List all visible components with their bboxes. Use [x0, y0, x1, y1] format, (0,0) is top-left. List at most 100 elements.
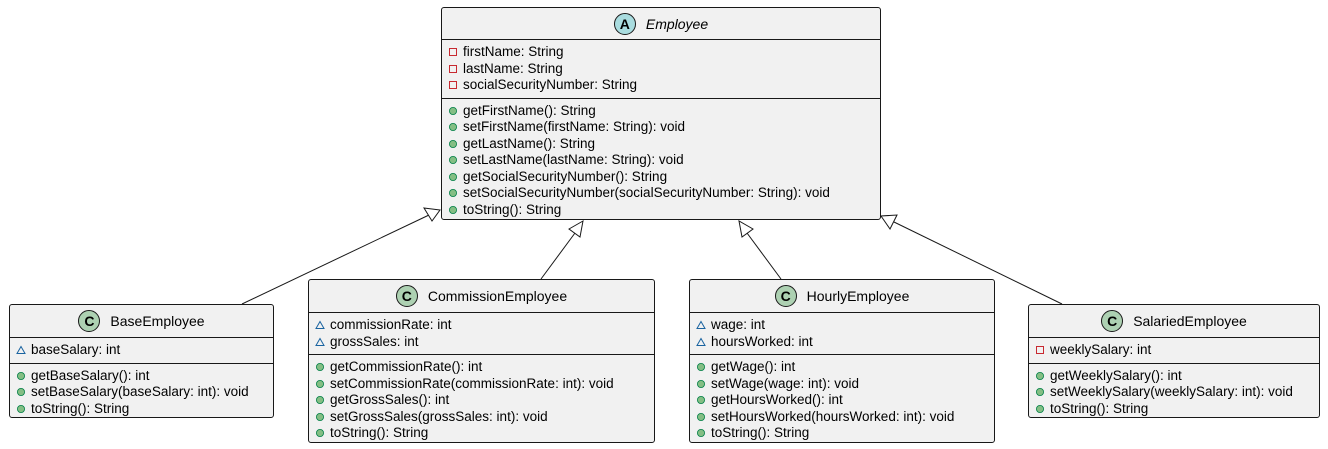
- method-row: setGrossSales(grossSales: int): void: [315, 409, 654, 426]
- method-row: setWage(wage: int): void: [696, 376, 994, 393]
- inheritance-line-hourly: [746, 232, 782, 280]
- method-row: getWeeklySalary(): int: [1035, 368, 1319, 385]
- method-text: getLastName(): String: [463, 135, 596, 151]
- method-text: toString(): String: [31, 400, 130, 416]
- method-row: getLastName(): String: [448, 136, 880, 153]
- field-text: socialSecurityNumber: String: [463, 77, 638, 92]
- public-visibility-icon: [1036, 404, 1044, 413]
- public-visibility-icon: [449, 123, 457, 132]
- method-text: toString(): String: [330, 425, 429, 440]
- class-salaried-employee[interactable]: C SalariedEmployee weeklySalary: int get…: [1028, 304, 1320, 418]
- method-row: getCommissionRate(): int: [315, 359, 654, 376]
- method-row: getFirstName(): String: [448, 103, 880, 120]
- method-row: toString(): String: [315, 425, 654, 442]
- class-icon: C: [395, 285, 418, 307]
- method-row: toString(): String: [1035, 401, 1319, 418]
- public-visibility-icon: [1036, 388, 1044, 397]
- inheritance-arrowhead-base: [423, 207, 441, 222]
- class-name: SalariedEmployee: [1133, 313, 1247, 329]
- method-text: setCommissionRate(commissionRate: int): …: [330, 375, 614, 391]
- public-visibility-icon: [697, 363, 705, 372]
- public-visibility-icon: [449, 106, 457, 115]
- package-visibility-icon: [315, 320, 325, 330]
- abstract-class-icon: A: [613, 12, 636, 35]
- method-text: toString(): String: [463, 201, 562, 217]
- method-text: getCommissionRate(): int: [330, 359, 483, 374]
- public-visibility-icon: [697, 396, 705, 405]
- public-visibility-icon: [449, 139, 457, 148]
- method-text: getSocialSecurityNumber(): String: [463, 168, 668, 184]
- method-row: setSocialSecurityNumber(socialSecurityNu…: [448, 185, 880, 202]
- public-visibility-icon: [449, 189, 457, 198]
- method-text: getWeeklySalary(): int: [1050, 367, 1182, 383]
- public-visibility-icon: [449, 172, 457, 181]
- method-text: getWage(): int: [711, 359, 796, 374]
- method-text: getHoursWorked(): int: [711, 392, 843, 407]
- class-commission-employee[interactable]: C CommissionEmployee commissionRate: int…: [308, 279, 655, 443]
- class-header: C BaseEmployee: [10, 305, 273, 338]
- method-row: getWage(): int: [696, 359, 994, 376]
- private-visibility-icon: [449, 81, 457, 90]
- method-text: toString(): String: [1050, 400, 1149, 416]
- method-row: setBaseSalary(baseSalary: int): void: [16, 384, 273, 401]
- class-icon: C: [78, 310, 101, 332]
- field-row: hoursWorked: int: [696, 334, 994, 351]
- inheritance-line-commission: [540, 232, 576, 280]
- method-text: setGrossSales(grossSales: int): void: [330, 408, 548, 424]
- field-row: commissionRate: int: [315, 317, 654, 334]
- inheritance-line-base: [241, 214, 430, 305]
- public-visibility-icon: [697, 412, 705, 421]
- method-row: setFirstName(firstName: String): void: [448, 119, 880, 136]
- method-row: getHoursWorked(): int: [696, 392, 994, 409]
- public-visibility-icon: [316, 412, 324, 421]
- field-row: grossSales: int: [315, 334, 654, 351]
- inheritance-arrowhead-commission: [568, 220, 584, 238]
- public-visibility-icon: [17, 388, 25, 397]
- field-text: hoursWorked: int: [711, 333, 813, 349]
- public-visibility-icon: [697, 379, 705, 388]
- method-row: setLastName(lastName: String): void: [448, 152, 880, 169]
- field-text: lastName: String: [463, 60, 563, 76]
- method-row: getBaseSalary(): int: [16, 368, 273, 385]
- public-visibility-icon: [449, 156, 457, 165]
- fields-section: weeklySalary: int: [1029, 338, 1319, 363]
- package-visibility-icon: [16, 345, 26, 355]
- method-text: getFirstName(): String: [463, 102, 596, 118]
- method-text: getBaseSalary(): int: [31, 367, 150, 383]
- public-visibility-icon: [697, 429, 705, 438]
- field-row: baseSalary: int: [16, 342, 273, 359]
- field-text: weeklySalary: int: [1050, 342, 1152, 357]
- method-row: getSocialSecurityNumber(): String: [448, 169, 880, 186]
- method-text: getGrossSales(): int: [330, 392, 450, 407]
- class-base-employee[interactable]: C BaseEmployee baseSalary: int getBaseSa…: [9, 304, 274, 418]
- method-row: setWeeklySalary(weeklySalary: int): void: [1035, 384, 1319, 401]
- method-row: setCommissionRate(commissionRate: int): …: [315, 376, 654, 393]
- private-visibility-icon: [449, 64, 457, 73]
- field-text: baseSalary: int: [31, 342, 121, 357]
- method-row: setHoursWorked(hoursWorked: int): void: [696, 409, 994, 426]
- method-text: setFirstName(firstName: String): void: [463, 119, 686, 134]
- class-name: HourlyEmployee: [806, 288, 910, 304]
- field-row: firstName: String: [448, 44, 880, 61]
- method-text: setWeeklySalary(weeklySalary: int): void: [1050, 384, 1293, 399]
- method-text: setBaseSalary(baseSalary: int): void: [31, 384, 249, 399]
- method-text: setHoursWorked(hoursWorked: int): void: [711, 408, 955, 424]
- private-visibility-icon: [449, 48, 457, 57]
- public-visibility-icon: [17, 404, 25, 413]
- inheritance-arrowhead-hourly: [738, 220, 754, 238]
- field-row: lastName: String: [448, 61, 880, 78]
- method-row: toString(): String: [696, 425, 994, 442]
- public-visibility-icon: [17, 371, 25, 380]
- private-visibility-icon: [1036, 346, 1044, 355]
- method-row: toString(): String: [448, 202, 880, 219]
- public-visibility-icon: [316, 363, 324, 372]
- public-visibility-icon: [316, 396, 324, 405]
